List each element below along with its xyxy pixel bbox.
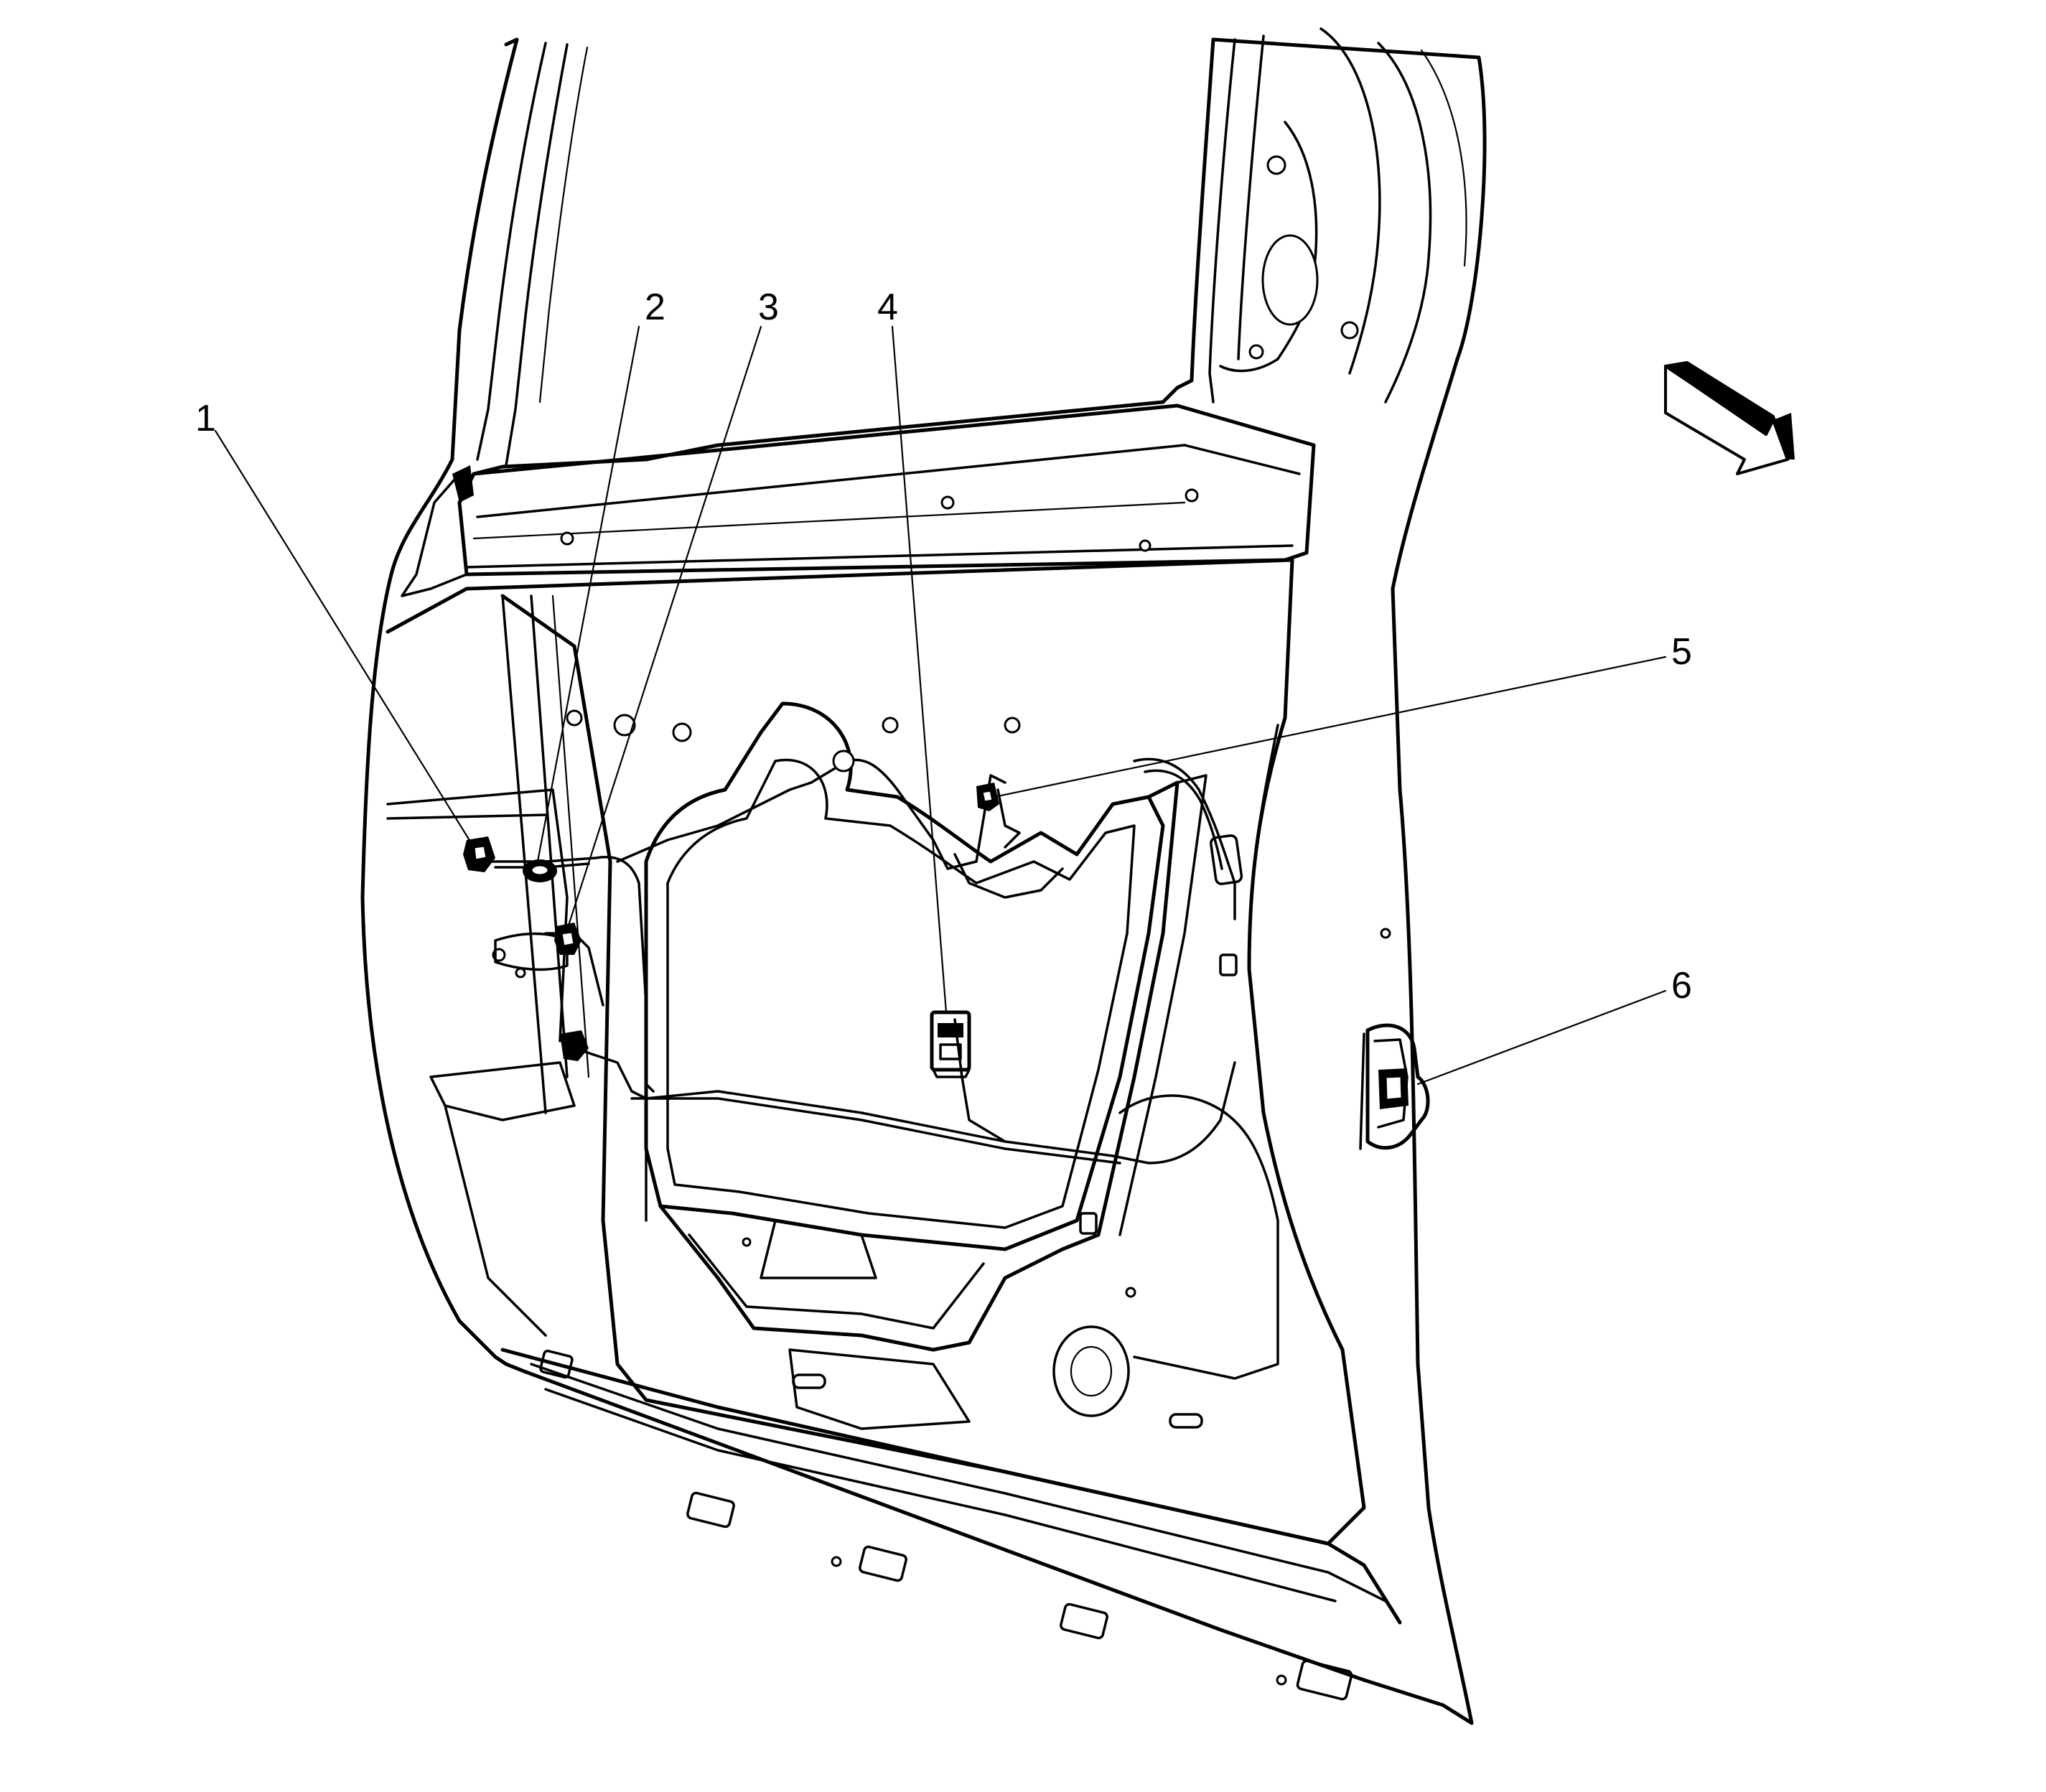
door-inner-panel xyxy=(386,558,1391,1546)
callout-label-3: 3 xyxy=(758,286,779,328)
callout-label-1: 1 xyxy=(195,398,216,439)
callout-labels: 1 2 3 4 5 6 xyxy=(195,286,1692,1007)
component-1-connector xyxy=(463,836,495,872)
door-outer-panel xyxy=(360,27,1487,1725)
component-5-connector xyxy=(976,783,999,811)
callout-label-6: 6 xyxy=(1671,965,1692,1007)
callout-leaders xyxy=(214,325,1667,1086)
belt-reinforcement xyxy=(401,403,1316,597)
component-4-connector xyxy=(930,1010,971,1078)
callout-label-5: 5 xyxy=(1671,631,1692,673)
component-2-connector xyxy=(523,859,557,882)
callout-label-4: 4 xyxy=(877,286,898,328)
front-direction-arrow-icon xyxy=(1664,361,1795,475)
component-3-connector xyxy=(554,923,589,1061)
callout-label-2: 2 xyxy=(645,286,665,328)
component-6-door-latch-connector xyxy=(1359,1023,1430,1150)
door-lower-sill xyxy=(500,1348,1402,1701)
